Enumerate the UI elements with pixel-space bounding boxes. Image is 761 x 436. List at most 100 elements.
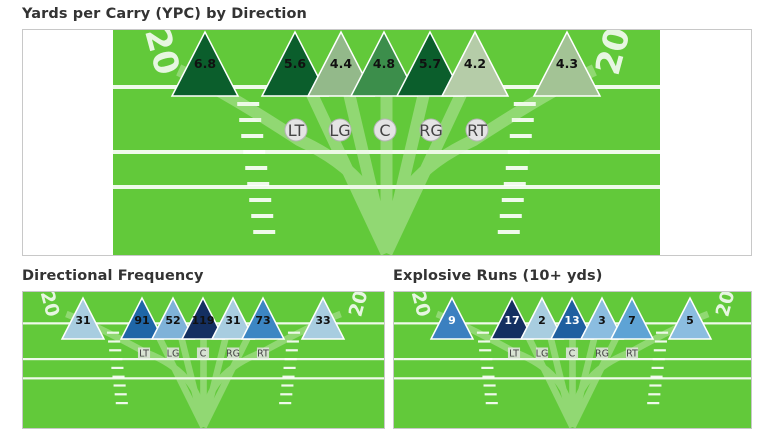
direction-triangle-1 — [60, 296, 106, 340]
hash-mark — [648, 393, 661, 396]
ypc-title: Yards per Carry (YPC) by Direction — [22, 6, 307, 22]
direction-value-4: 4.8 — [373, 56, 395, 71]
gap-label-c: C — [569, 348, 576, 359]
gap-badge-lg — [535, 347, 549, 359]
gap-badge-lg — [166, 347, 180, 359]
direction-value-5: 3 — [598, 314, 606, 327]
hash-mark — [243, 150, 266, 154]
hash-mark — [497, 230, 520, 234]
hash-mark — [501, 198, 524, 202]
hash-mark — [286, 340, 299, 343]
yard-line — [23, 358, 384, 361]
hash-mark — [503, 182, 526, 186]
hash-mark — [481, 366, 494, 369]
hash-mark — [650, 375, 663, 378]
direction-triangle-3 — [306, 30, 376, 97]
hash-mark — [505, 166, 528, 170]
hash-mark — [483, 384, 496, 387]
gap-label-rg: RG — [595, 348, 609, 359]
direction-triangle-7 — [667, 296, 713, 340]
gap-labels: LT LG C RG RT — [507, 347, 638, 359]
gap-badge-rg — [595, 347, 609, 359]
gap-badge-lt — [284, 118, 308, 142]
hash-mark — [507, 150, 530, 154]
hash-mark — [109, 349, 122, 352]
arrow-lt — [304, 87, 392, 255]
hash-mark — [237, 102, 260, 106]
hash-mark — [651, 366, 664, 369]
gap-label-c: C — [379, 121, 390, 140]
hash-mark — [509, 134, 532, 138]
direction-triangle-5 — [579, 296, 625, 340]
direction-triangle-6 — [240, 296, 286, 340]
arrow-lt — [519, 323, 576, 428]
direction-value-6: 4.2 — [464, 56, 486, 71]
arrow-rg — [380, 88, 431, 255]
direction-triangle-5 — [210, 296, 256, 340]
hash-mark — [110, 358, 123, 361]
direction-triangle-2 — [489, 296, 535, 340]
direction-triangle-3 — [519, 296, 565, 340]
arrow-lg — [544, 324, 576, 428]
hash-mark — [284, 358, 297, 361]
direction-value-5: 5.7 — [419, 56, 441, 71]
gap-label-rt: RT — [626, 348, 638, 359]
gap-label-rt: RT — [257, 348, 269, 359]
yard-line — [113, 185, 660, 189]
hash-mark — [511, 118, 534, 122]
gap-label-lg: LG — [167, 348, 180, 359]
gap-label-rg: RG — [226, 348, 240, 359]
gap-label-lg: LG — [536, 348, 549, 359]
direction-value-7: 5 — [686, 314, 694, 327]
hash-mark — [499, 214, 522, 218]
gap-badge-lt — [507, 347, 521, 359]
direction-value-3: 2 — [538, 314, 546, 327]
hash-mark — [476, 331, 490, 334]
gap-badge-rg — [226, 347, 240, 359]
hash-mark — [281, 384, 294, 387]
arrow-lg — [175, 324, 207, 428]
gap-label-lg: LG — [329, 121, 350, 140]
hash-mark — [485, 402, 498, 405]
hash-mark — [251, 214, 274, 218]
yard-line — [113, 150, 660, 154]
arrow-lg — [342, 88, 393, 255]
direction-value-3: 4.4 — [330, 56, 352, 71]
hash-mark — [654, 340, 667, 343]
direction-value-6: 7 — [628, 314, 636, 327]
direction-value-4: 13 — [564, 314, 579, 327]
hash-mark — [287, 331, 301, 334]
direction-triangle-7 — [532, 30, 602, 97]
hash-mark — [652, 358, 665, 361]
direction-triangle-1 — [429, 296, 475, 340]
gap-badge-c — [373, 118, 397, 142]
hash-mark — [653, 349, 666, 352]
hash-mark — [285, 349, 298, 352]
hash-mark — [253, 230, 276, 234]
direction-triangle-4 — [180, 296, 226, 340]
gap-label-lt: LT — [509, 348, 519, 359]
hash-mark — [241, 134, 264, 138]
hash-mark — [649, 384, 662, 387]
direction-value-1: 9 — [448, 314, 456, 327]
hash-mark — [283, 366, 296, 369]
direction-value-1: 6.8 — [194, 56, 216, 71]
hash-mark — [282, 375, 295, 378]
hash-mark — [479, 349, 492, 352]
arrow-rt — [200, 323, 257, 428]
hash-mark — [245, 166, 268, 170]
hash-mark — [482, 375, 495, 378]
hash-mark — [249, 198, 272, 202]
direction-value-2: 5.6 — [284, 56, 306, 71]
direction-value-1: 31 — [75, 314, 90, 327]
direction-triangle-4 — [549, 296, 595, 340]
yard-line — [23, 377, 384, 380]
